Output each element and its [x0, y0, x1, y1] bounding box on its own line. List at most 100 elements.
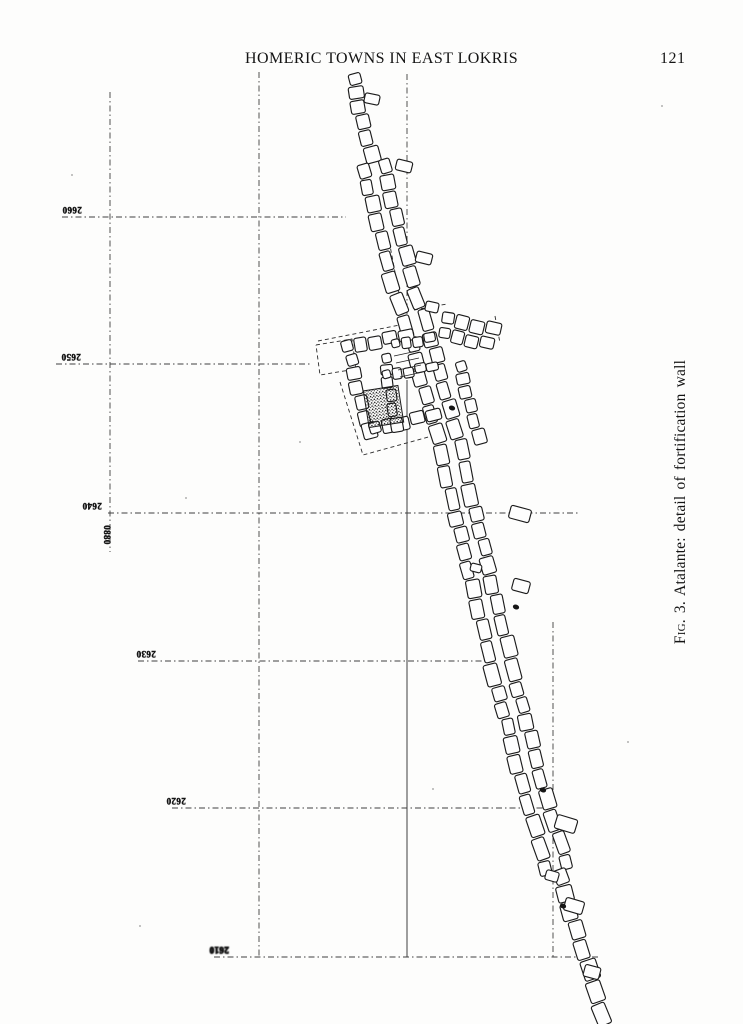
ink-mark — [512, 604, 520, 610]
wall-stone — [446, 510, 465, 528]
complex-stone — [408, 409, 426, 426]
dashed-outline — [317, 322, 411, 342]
wall-stone — [428, 422, 448, 445]
wall-stone — [428, 346, 446, 365]
wall-stone — [455, 371, 471, 386]
wall-stone — [347, 72, 363, 86]
wall-stone — [392, 226, 408, 247]
wall-stone — [502, 735, 521, 755]
complex-stone — [381, 352, 393, 364]
complex-stone — [463, 334, 480, 350]
complex-stone — [468, 319, 486, 336]
wall-stone — [382, 190, 399, 210]
complex-stone — [438, 326, 452, 340]
interior-detail-line — [397, 364, 422, 371]
wall-stone — [480, 640, 497, 664]
grid-label: 2660 — [62, 205, 82, 215]
wall-stone — [445, 418, 464, 441]
wall-stone — [514, 772, 532, 795]
wall-stone — [378, 157, 393, 175]
wall-stone — [460, 482, 479, 508]
wall-stone — [530, 836, 551, 862]
page-header-title: HOMERIC TOWNS IN EAST LOKRIS — [245, 50, 519, 67]
scan-speck — [139, 925, 141, 927]
wall-stone — [525, 813, 546, 839]
outlier-stone — [563, 897, 585, 915]
wall-stone — [375, 230, 392, 251]
wall-stone — [367, 212, 385, 233]
figure-caption: Fig. 3. Atalante: detail of fortificatio… — [672, 360, 690, 644]
wall-stone — [493, 614, 510, 637]
wall-stone — [464, 397, 478, 414]
grid-label: 2640 — [82, 501, 102, 511]
wall-stone — [558, 853, 573, 871]
complex-stone — [345, 353, 360, 367]
wall-stone — [518, 793, 536, 816]
wall-stone — [378, 250, 395, 272]
complex-stone — [453, 314, 471, 331]
wall-stone — [482, 574, 500, 596]
figure-caption-fig-label: Fig. — [672, 619, 689, 645]
wall-stone — [475, 618, 493, 641]
complex-stone — [340, 339, 354, 353]
tower-complex-layer — [340, 311, 503, 441]
grid-layer — [56, 72, 600, 958]
complex-stone — [450, 329, 466, 346]
complex-stone — [484, 320, 503, 336]
wall-stone — [433, 443, 451, 467]
wall-stone — [584, 979, 607, 1005]
outlier-stone — [508, 504, 532, 524]
wall-stone — [501, 717, 516, 736]
wall-stone — [435, 380, 452, 401]
complex-stone — [411, 336, 424, 349]
complex-stone — [441, 311, 456, 325]
scan-speck — [432, 788, 434, 790]
outlier-stone — [394, 158, 414, 174]
complex-stone — [353, 336, 368, 353]
page-number: 121 — [660, 50, 686, 67]
complex-stone — [345, 365, 363, 381]
outlier-stone — [582, 964, 602, 980]
complex-stone — [347, 380, 364, 396]
wall-stone — [531, 768, 548, 790]
wall-stone — [471, 427, 488, 446]
wall-stone — [491, 685, 508, 703]
wall-stone — [458, 460, 474, 484]
outlier-stone — [544, 869, 560, 883]
wall-stone — [389, 207, 405, 227]
ink-mark — [539, 787, 547, 793]
wall-stone — [456, 542, 473, 562]
wall-stone — [444, 487, 461, 512]
wall-stone — [503, 657, 523, 683]
grid-label: 2610 — [209, 945, 229, 955]
wall-stone — [572, 938, 591, 961]
wall-stone — [453, 525, 470, 544]
interior-detail-line — [395, 357, 420, 364]
wall-stone — [590, 1001, 612, 1024]
wall-stone — [466, 412, 480, 430]
complex-stone — [367, 335, 383, 351]
marks-layer — [71, 105, 663, 927]
wall-stone — [454, 360, 468, 373]
wall-stone — [506, 753, 524, 775]
stippled-area — [362, 384, 405, 429]
wall-stone — [356, 162, 373, 180]
stippled-square — [362, 384, 405, 429]
wall-stone — [406, 286, 426, 311]
wall-stone — [493, 701, 510, 720]
wall-stone — [347, 85, 365, 100]
outlier-stone — [424, 300, 440, 314]
wall-stone — [464, 578, 483, 600]
outlier-stone — [511, 577, 531, 595]
wall-stone — [417, 307, 435, 332]
wall-stone — [379, 173, 397, 192]
wall-stone — [516, 712, 535, 732]
wall-stone — [389, 291, 410, 316]
complex-stone — [390, 338, 401, 349]
grid-label-vertical: 0880 — [102, 525, 112, 545]
complex-stone — [478, 335, 496, 350]
interior-detail-line — [399, 371, 424, 378]
complex-stone — [381, 369, 392, 380]
